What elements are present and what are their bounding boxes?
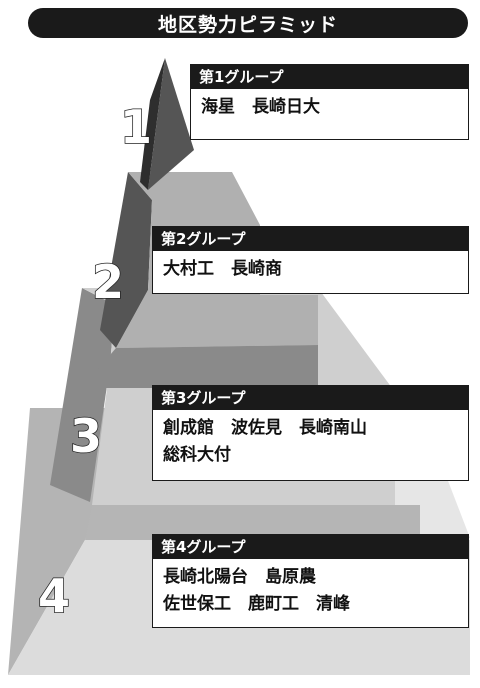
tier1-number: 1 bbox=[120, 100, 152, 154]
group3-line-2: 総科大付 bbox=[163, 445, 231, 465]
group2-members: 大村工 長崎商 bbox=[153, 251, 468, 283]
tier3-front-face bbox=[85, 505, 420, 540]
group2-header: 第2グループ bbox=[153, 227, 468, 251]
group3-header: 第3グループ bbox=[153, 386, 468, 410]
tier2-side-face bbox=[100, 172, 152, 348]
tier4-side-face bbox=[8, 408, 125, 675]
group2-box: 第2グループ 大村工 長崎商 bbox=[152, 226, 469, 294]
tier3-side-face bbox=[50, 288, 115, 502]
group1-line-1: 海星 長崎日大 bbox=[201, 97, 320, 117]
tier1-front-face bbox=[148, 58, 194, 190]
group4-box: 第4グループ 長崎北陽台 島原農 佐世保工 鹿町工 清峰 bbox=[152, 534, 469, 628]
tier2-front-face bbox=[82, 345, 318, 388]
group1-box: 第1グループ 海星 長崎日大 bbox=[190, 64, 469, 140]
group1-header: 第1グループ bbox=[191, 65, 468, 89]
page-title: 地区勢力ピラミッド bbox=[28, 8, 468, 38]
tier3-number: 3 bbox=[70, 409, 102, 463]
group4-line-1: 長崎北陽台 島原農 bbox=[163, 567, 316, 587]
group3-box: 第3グループ 創成館 波佐見 長崎南山 総科大付 bbox=[152, 385, 469, 481]
tier4-number: 4 bbox=[38, 569, 70, 623]
group2-line-1: 大村工 長崎商 bbox=[163, 259, 282, 279]
group4-header: 第4グループ bbox=[153, 535, 468, 559]
group4-members: 長崎北陽台 島原農 佐世保工 鹿町工 清峰 bbox=[153, 559, 468, 618]
group3-members: 創成館 波佐見 長崎南山 総科大付 bbox=[153, 410, 468, 469]
group1-members: 海星 長崎日大 bbox=[191, 89, 468, 121]
tier1-side-face bbox=[140, 58, 165, 190]
group3-line-1: 創成館 波佐見 長崎南山 bbox=[163, 418, 367, 438]
group4-line-2: 佐世保工 鹿町工 清峰 bbox=[163, 594, 350, 614]
tier2-number: 2 bbox=[92, 255, 124, 309]
